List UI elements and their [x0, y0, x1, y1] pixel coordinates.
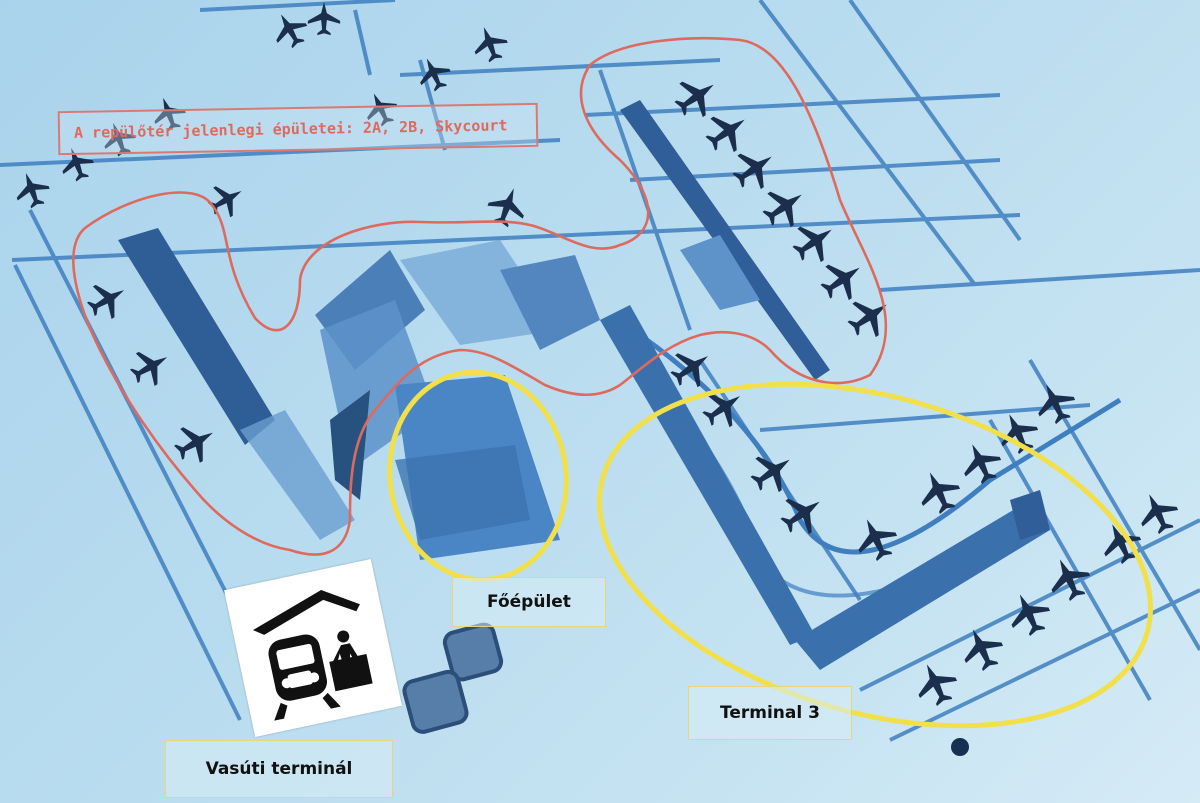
airplane-icon [908, 655, 964, 712]
terminal3-pier-west [600, 305, 815, 645]
terminal3-end [1010, 490, 1050, 540]
terminal-2b-annex [500, 255, 600, 350]
parking-garage [442, 622, 504, 682]
map-dot [951, 738, 969, 756]
terminal-apron [240, 410, 355, 540]
taxiway-line [28, 209, 242, 621]
airplane-icon [911, 463, 967, 520]
current-buildings-label: A repülőtér jelenlegi épületei: 2A, 2B, … [57, 102, 539, 156]
rail-terminal-sign [224, 559, 402, 737]
rail-terminal-label: Vasúti terminál [165, 740, 393, 798]
terminal3-label: Terminal 3 [688, 686, 852, 740]
airplane-icon [773, 484, 832, 543]
taxiway-line [0, 138, 561, 167]
main-building-hall [395, 445, 530, 540]
airplane-icon [266, 5, 314, 54]
airplane-icon [1028, 375, 1081, 429]
airplane-icon [81, 273, 134, 326]
airplane-icon [743, 442, 802, 501]
taxiway-line [399, 58, 721, 77]
pedestrian-icon [333, 630, 360, 682]
parking-garage [402, 669, 469, 734]
taxiway-line [13, 264, 242, 721]
terminal3-pier-south [795, 500, 1050, 670]
taxiway-line [988, 419, 1152, 701]
taxiway-network [0, 0, 1200, 742]
terminal-2a-building [118, 228, 275, 445]
taxiway-line [758, 0, 977, 287]
buildings [118, 100, 1050, 670]
skycourt-pier [330, 390, 370, 500]
pier-b-connector [680, 235, 760, 310]
pier-b [620, 100, 830, 380]
taxiway-line [584, 93, 1001, 117]
taxiway-line [848, 0, 1022, 242]
airplane-icon [124, 340, 177, 393]
taxiway-line [598, 69, 692, 331]
taxiway-line [879, 268, 1200, 292]
airplane-icon [168, 415, 223, 470]
airplane-icon [9, 167, 54, 212]
terminal-2b-building [400, 240, 560, 345]
train-station-icon [252, 590, 373, 721]
main-building-label: Főépület [452, 577, 606, 627]
airplane-icon [848, 510, 904, 567]
taxiway-line [353, 9, 372, 76]
taxiway-line [11, 213, 1021, 262]
taxiway-line [199, 0, 396, 12]
current-buildings-outline [72, 36, 888, 556]
taxiway-line [759, 403, 1091, 432]
airplane-icon [698, 102, 757, 161]
airplane-icon [202, 176, 251, 224]
parking-garages [402, 622, 504, 734]
airplane-icon [954, 435, 1007, 489]
airplane-icon [467, 21, 512, 66]
taxiway-line [859, 518, 1200, 692]
airplane-icon [307, 1, 341, 36]
airplane-icon [667, 67, 726, 126]
